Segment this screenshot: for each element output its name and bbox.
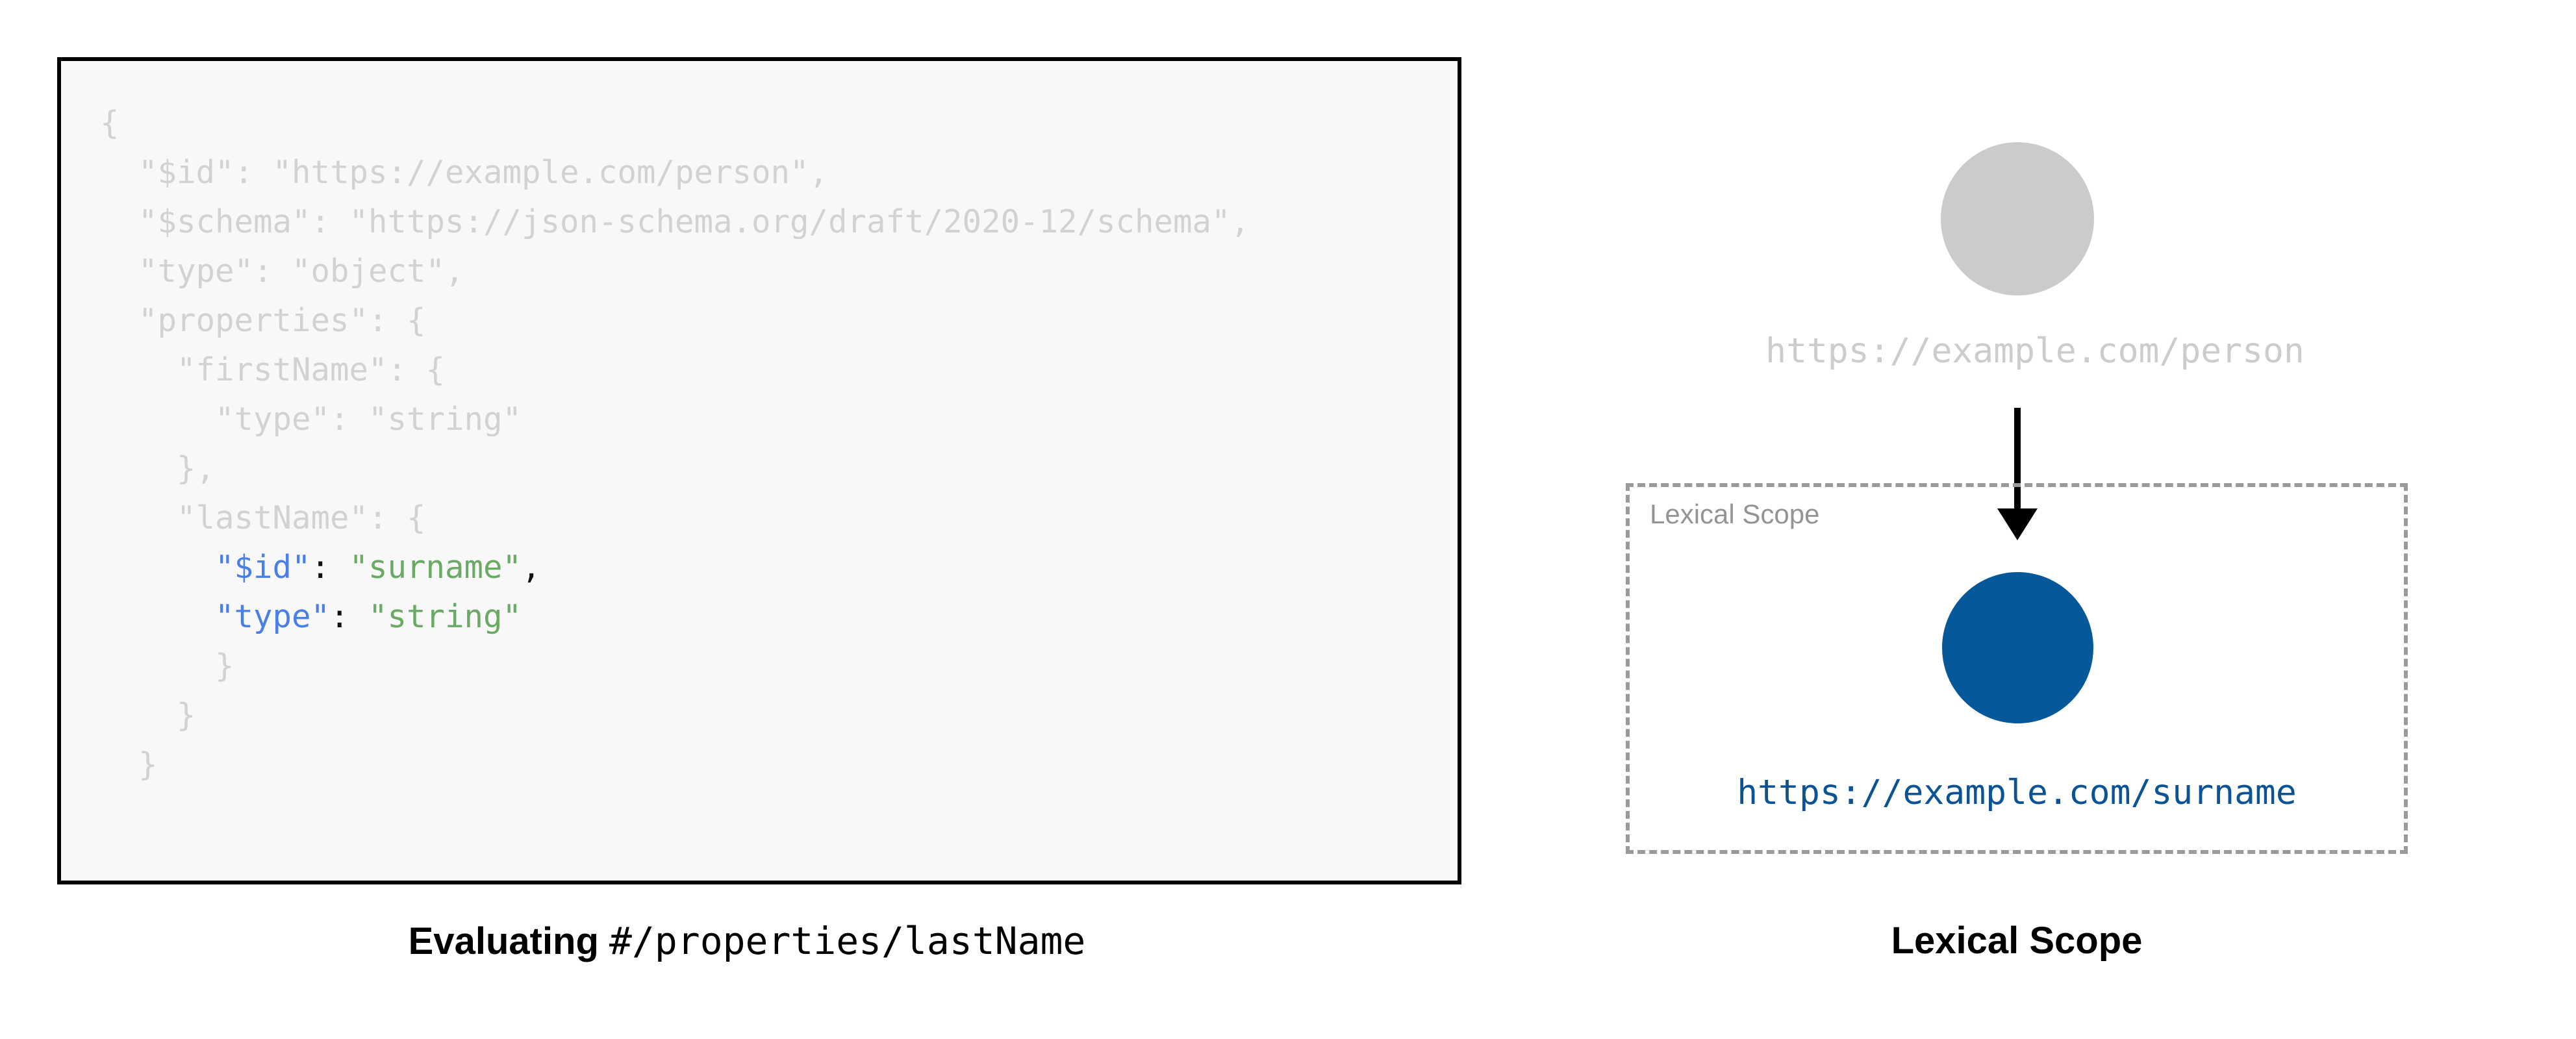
- lexical-scope-box: [1626, 483, 2408, 854]
- lexical-scope-label: Lexical Scope: [1650, 499, 1820, 529]
- code-token: "properties": {: [138, 302, 426, 339]
- code-token: },: [177, 450, 216, 487]
- code-line: },: [100, 444, 1250, 494]
- code-token: "lastName": {: [177, 499, 426, 536]
- code-token: "$schema": "https://json-schema.org/draf…: [138, 203, 1250, 240]
- code-line: "$id": "https://example.com/person",: [100, 148, 1250, 197]
- code-line: "$id": "surname",: [100, 543, 1250, 592]
- code-token: "surname": [349, 549, 522, 586]
- code-line: "properties": {: [100, 296, 1250, 345]
- code-token: "$id": [215, 549, 311, 586]
- outer-resource-node-label: https://example.com/person: [1765, 331, 2305, 371]
- code-card: { "$id": "https://example.com/person", "…: [57, 57, 1461, 884]
- code-token: }: [138, 746, 158, 783]
- diagram-caption: Lexical Scope: [1891, 920, 2143, 962]
- code-token: "type": "object",: [138, 253, 464, 290]
- code-token: :: [310, 549, 349, 586]
- code-token: "$id": "https://example.com/person",: [138, 154, 829, 191]
- code-token: }: [177, 697, 196, 734]
- code-caption-pointer: #/properties/lastName: [609, 919, 1086, 963]
- code-line: "type": "string": [100, 592, 1250, 642]
- code-panel: { "$id": "https://example.com/person", "…: [0, 57, 1494, 963]
- code-token: "string": [368, 598, 522, 635]
- code-line: "firstName": {: [100, 345, 1250, 395]
- inner-resource-node-circle: [1942, 572, 2093, 723]
- diagram-panel: https://example.com/person Lexical Scope…: [1494, 0, 2576, 1039]
- outer-resource-node-circle: [1941, 142, 2094, 295]
- code-line: {: [100, 99, 1250, 148]
- code-caption-bold: Evaluating: [408, 920, 599, 962]
- arrow-down-icon: [1997, 408, 2038, 540]
- code-token: ,: [522, 549, 541, 586]
- code-token: }: [215, 647, 234, 684]
- inner-resource-node-label: https://example.com/surname: [1737, 773, 2297, 812]
- code-token: "firstName": {: [177, 351, 446, 388]
- code-token: :: [330, 598, 369, 635]
- code-token: {: [100, 105, 120, 142]
- code-line: }: [100, 740, 1250, 790]
- code-line: "$schema": "https://json-schema.org/draf…: [100, 197, 1250, 247]
- code-line: }: [100, 642, 1250, 691]
- code-token: "type": "string": [215, 401, 522, 438]
- code-line: "type": "object",: [100, 247, 1250, 296]
- code-line: }: [100, 691, 1250, 740]
- json-schema-code: { "$id": "https://example.com/person", "…: [100, 99, 1250, 790]
- code-token: "type": [215, 598, 331, 635]
- code-caption: Evaluating #/properties/lastName: [0, 919, 1494, 963]
- code-line: "type": "string": [100, 395, 1250, 444]
- code-line: "lastName": {: [100, 494, 1250, 543]
